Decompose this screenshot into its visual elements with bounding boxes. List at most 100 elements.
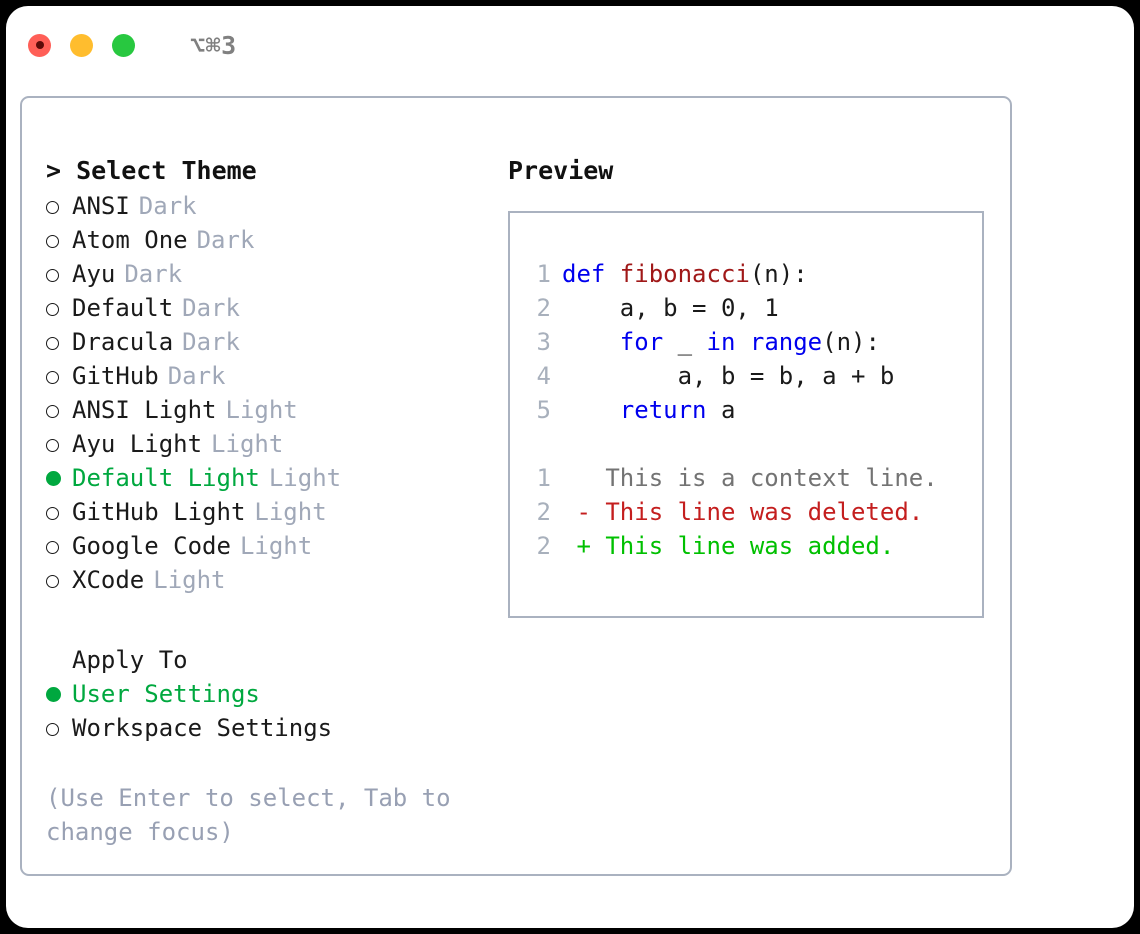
radio-glyph (46, 471, 61, 486)
minimize-button-icon[interactable] (70, 33, 93, 57)
radio-glyph (46, 269, 59, 282)
select-theme-header: > Select Theme (46, 156, 257, 185)
apply-option-label: User Settings (72, 680, 260, 708)
code-text: a, b = b, a + b (562, 359, 895, 393)
radio-unselected-icon (46, 713, 72, 747)
theme-item-tag: Dark (167, 362, 226, 390)
preview-header: Preview (508, 156, 614, 185)
token-pl (562, 328, 620, 356)
diff-line-2: 2 + This line was added. (523, 529, 938, 563)
apply-to-label: Apply To (72, 646, 188, 674)
code-text: def fibonacci(n): (562, 257, 808, 291)
keyboard-shortcut-label: ⌥⌘3 (190, 30, 237, 60)
radio-glyph (46, 541, 59, 554)
token-kw: for (619, 328, 664, 356)
code-text: for _ in range(n): (562, 325, 880, 359)
apply-option-1[interactable]: Workspace Settings (46, 711, 496, 745)
code-text: This is a context line. (562, 461, 938, 495)
theme-item-tag: Light (225, 396, 298, 424)
radio-unselected-icon (46, 497, 72, 531)
line-number: 2 (536, 498, 551, 526)
maximize-button-icon[interactable] (112, 33, 135, 57)
radio-glyph (46, 507, 59, 520)
diff-line-1: 2 - This line was deleted. (523, 495, 938, 529)
token-pl (562, 396, 620, 424)
radio-glyph (46, 723, 59, 736)
token-kw: return (619, 396, 707, 424)
radio-unselected-icon (46, 361, 72, 395)
line-number: 3 (536, 328, 551, 356)
traffic-lights (28, 33, 135, 57)
radio-unselected-icon (46, 327, 72, 361)
theme-item-1[interactable]: Atom One Dark (46, 223, 496, 257)
token-kw: in (706, 328, 736, 356)
radio-glyph (46, 201, 59, 214)
code-line-2: 3 for _ in range(n): (523, 325, 938, 359)
code-text: a, b = 0, 1 (562, 291, 779, 325)
radio-selected-icon (46, 678, 72, 712)
theme-item-label: Dracula (72, 328, 174, 356)
token-pl (735, 328, 749, 356)
theme-item-2[interactable]: Ayu Dark (46, 257, 496, 291)
theme-item-0[interactable]: ANSI Dark (46, 189, 496, 223)
theme-item-label: ANSI (72, 192, 130, 220)
line-number: 2 (536, 532, 551, 560)
token-add: + This line was added. (562, 532, 895, 560)
radio-unselected-icon (46, 225, 72, 259)
theme-item-tag: Dark (124, 260, 183, 288)
theme-item-tag: Light (211, 430, 284, 458)
code-text: return a (562, 393, 736, 427)
theme-item-label: Default Light (72, 464, 260, 492)
keyboard-hint-text: (Use Enter to select, Tab to change focu… (46, 784, 466, 846)
radio-glyph (46, 303, 59, 316)
apply-option-0[interactable]: User Settings (46, 677, 496, 711)
line-number: 2 (536, 294, 551, 322)
theme-item-tag: Light (239, 532, 313, 560)
theme-item-tag: Light (254, 498, 327, 526)
token-pl: (n): (749, 260, 808, 288)
token-ctx: This is a context line. (562, 464, 938, 492)
theme-item-4[interactable]: Dracula Dark (46, 325, 496, 359)
token-fn: fibonacci (619, 260, 750, 288)
theme-item-tag: Dark (182, 328, 240, 356)
apply-option-label: Workspace Settings (72, 714, 333, 742)
theme-item-label: Ayu (72, 260, 116, 288)
window-titlebar: ⌥⌘3 (6, 6, 1134, 84)
theme-item-tag: Dark (196, 226, 255, 254)
radio-glyph (46, 575, 59, 588)
radio-glyph (46, 687, 61, 702)
radio-unselected-icon (46, 531, 72, 565)
radio-unselected-icon (46, 395, 72, 429)
theme-item-label: Atom One (72, 226, 188, 254)
radio-unselected-icon (46, 259, 72, 293)
theme-item-label: Ayu Light (72, 430, 203, 458)
theme-item-tag: Dark (138, 192, 197, 220)
theme-item-7[interactable]: Ayu Light Light (46, 427, 496, 461)
code-line-3: 4 a, b = b, a + b (523, 359, 938, 393)
code-text: + This line was added. (562, 529, 894, 563)
code-text: - This line was deleted. (562, 495, 923, 529)
line-number: 4 (536, 362, 551, 390)
line-number: 1 (536, 464, 551, 492)
radio-unselected-icon (46, 191, 72, 225)
code-line-1: 2 a, b = 0, 1 (523, 291, 938, 325)
close-button-icon[interactable] (28, 33, 51, 57)
close-dot-icon (35, 41, 44, 49)
radio-glyph (46, 337, 59, 350)
